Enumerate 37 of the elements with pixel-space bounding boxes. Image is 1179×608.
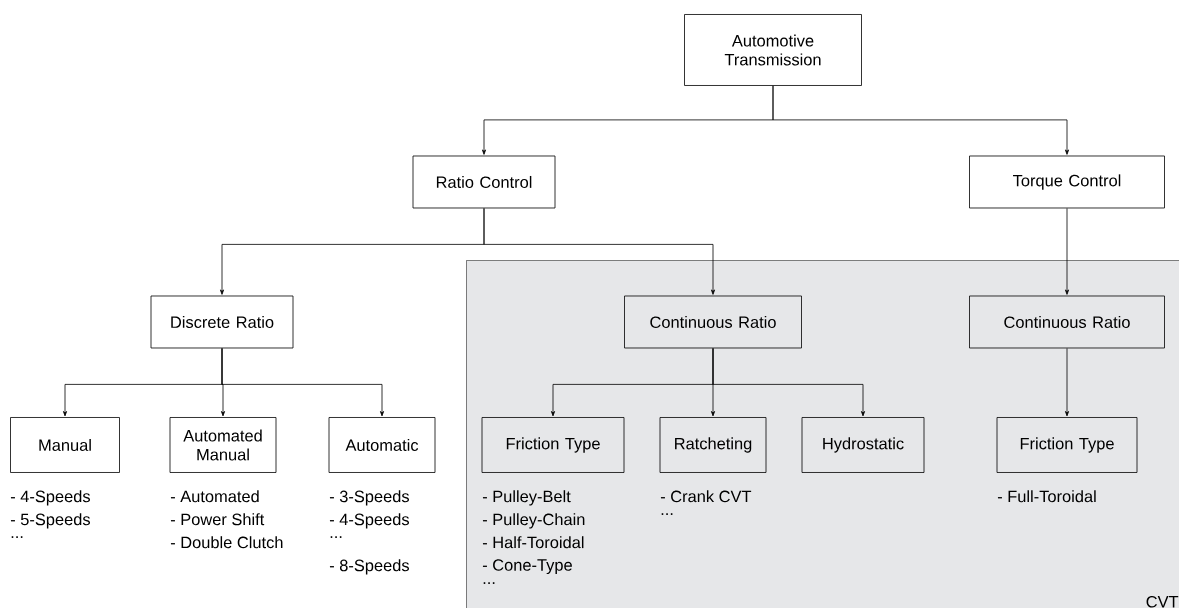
category-box: Torque Control xyxy=(969,155,1165,209)
list-item: - 5-Speeds xyxy=(10,513,90,529)
list-item: ... xyxy=(661,513,673,515)
category-box: Automated Manual xyxy=(169,417,277,473)
category-box: Friction Type xyxy=(481,417,625,473)
list-item: - Full-Toroidal xyxy=(997,490,1096,503)
list-item: - Cone-Type xyxy=(482,559,572,575)
category-box: Continuous Ratio xyxy=(969,295,1165,349)
list-item: - Half-Toroidal xyxy=(482,536,584,549)
list-item: - Automated xyxy=(170,490,259,503)
arrow xyxy=(712,348,865,417)
list-item: - 4-Speeds xyxy=(329,513,409,529)
category-box: Automotive Transmission xyxy=(684,14,862,86)
list-item: - Power Shift xyxy=(170,513,265,526)
arrow xyxy=(1065,208,1069,295)
list-item: - Pulley-Belt xyxy=(482,490,571,506)
arrow xyxy=(1065,348,1069,417)
list-item: ... xyxy=(330,536,342,538)
category-box: Manual xyxy=(10,417,120,473)
category-box: Automatic xyxy=(328,417,436,473)
arrow xyxy=(483,208,715,295)
category-box: Ratio Control xyxy=(412,155,556,209)
list-item: - Pulley-Chain xyxy=(482,513,585,529)
category-box: Continuous Ratio xyxy=(624,295,802,349)
arrow xyxy=(772,85,1069,155)
list-item: - Double Clutch xyxy=(170,536,283,549)
list-item: - 8-Speeds xyxy=(329,559,409,575)
category-box: Hydrostatic xyxy=(801,417,925,473)
arrow xyxy=(221,348,384,417)
list-item: ... xyxy=(483,582,495,584)
category-box: Discrete Ratio xyxy=(150,295,294,349)
category-box: Ratcheting xyxy=(659,417,767,473)
list-item: ... xyxy=(11,536,23,538)
list-item: - 3-Speeds xyxy=(329,490,409,506)
list-item: - 4-Speeds xyxy=(10,490,90,506)
list-item: - Crank CVT xyxy=(660,490,752,503)
category-box: Friction Type xyxy=(996,417,1138,473)
